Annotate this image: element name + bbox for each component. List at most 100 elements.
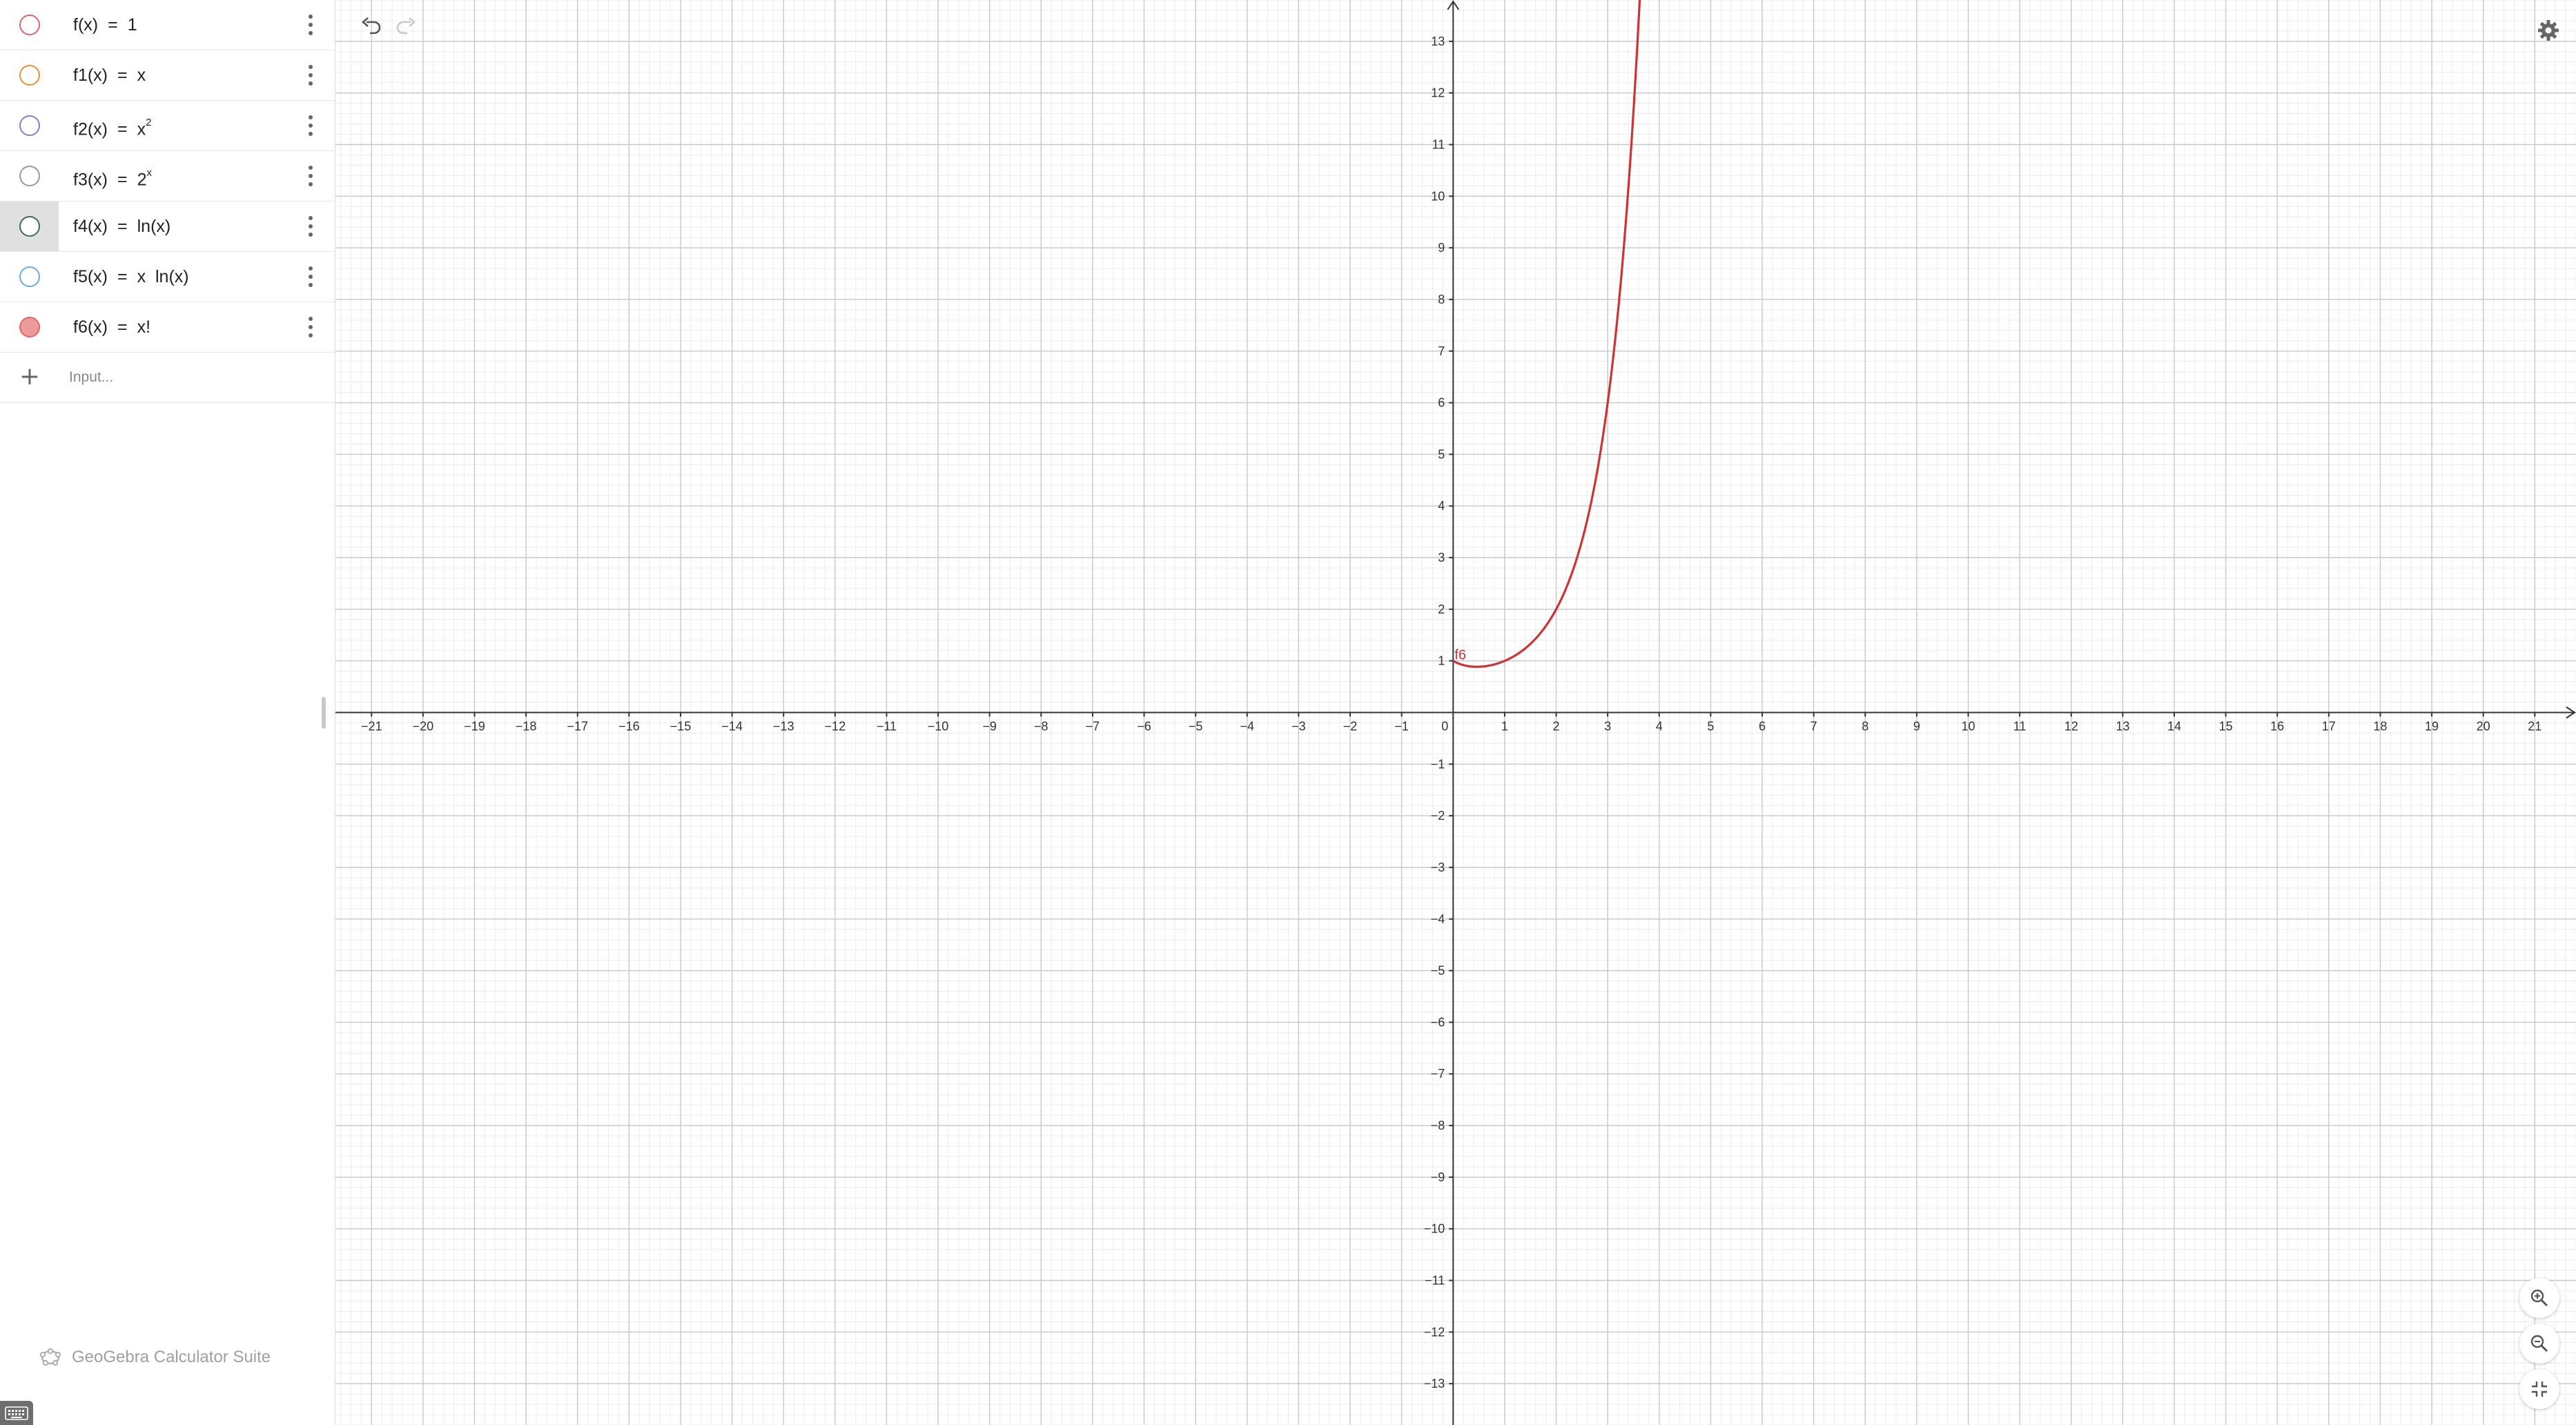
equals-sign: = <box>117 119 128 139</box>
y-tick-label: −2 <box>1431 809 1445 823</box>
definition-text[interactable]: f6(x)=x! <box>73 302 150 352</box>
y-tick-label: −5 <box>1431 964 1445 978</box>
brand-label: GeoGebra Calculator Suite <box>72 1348 271 1366</box>
x-tick-label: −3 <box>1291 720 1306 734</box>
x-tick-label: 14 <box>2167 720 2181 734</box>
x-tick-label: −21 <box>361 720 382 734</box>
y-tick-label: −10 <box>1424 1222 1445 1236</box>
brand-footer: GeoGebra Calculator Suite <box>39 1347 271 1368</box>
x-tick-label: 1 <box>1501 720 1508 734</box>
visibility-marble-icon <box>19 166 40 186</box>
algebra-row-f4[interactable]: f4(x)=ln(x) <box>0 202 335 252</box>
x-tick-label: −14 <box>721 720 743 734</box>
equals-sign: = <box>117 317 128 337</box>
fit-to-view-button[interactable] <box>2519 1369 2559 1409</box>
x-tick-label: −11 <box>877 720 897 734</box>
x-tick-label: −17 <box>567 720 588 734</box>
visibility-marble-icon <box>19 115 40 136</box>
zoom-out-button[interactable] <box>2519 1324 2559 1364</box>
y-tick-label: 4 <box>1438 499 1445 513</box>
panel-resize-handle[interactable] <box>322 697 326 729</box>
more-options-button[interactable] <box>306 317 315 337</box>
keyboard-icon <box>5 1406 28 1420</box>
x-tick-label: −9 <box>982 720 997 734</box>
x-tick-label: −12 <box>825 720 846 734</box>
x-tick-label: −6 <box>1137 720 1151 734</box>
undo-button[interactable] <box>356 11 387 41</box>
x-tick-label: 20 <box>2477 720 2490 734</box>
visibility-toggle[interactable] <box>0 0 59 50</box>
x-tick-label: −7 <box>1086 720 1100 734</box>
y-tick-label: −8 <box>1431 1119 1445 1132</box>
more-options-button[interactable] <box>306 115 315 136</box>
zoom-out-icon <box>2530 1335 2548 1353</box>
algebra-row-f2[interactable]: f2(x)=x2 <box>0 101 335 151</box>
y-tick-label: −1 <box>1431 757 1445 771</box>
definition-text[interactable]: f1(x)=x <box>73 50 146 100</box>
y-tick-label: −3 <box>1431 861 1445 874</box>
function-name: f5(x) <box>73 267 108 286</box>
definition-text[interactable]: f3(x)=2x <box>73 151 152 201</box>
algebra-row-f1[interactable]: f1(x)=x <box>0 50 335 101</box>
visibility-toggle[interactable] <box>0 151 59 201</box>
x-tick-label: 21 <box>2528 720 2541 734</box>
redo-button[interactable] <box>391 11 421 41</box>
y-tick-label: 13 <box>1431 35 1445 48</box>
graph-canvas[interactable]: −21−20−19−18−17−16−15−14−13−12−11−10−9−8… <box>335 0 2576 1425</box>
algebra-row-f3[interactable]: f3(x)=2x <box>0 151 335 202</box>
y-tick-label: −6 <box>1431 1015 1445 1029</box>
plus-icon[interactable]: + <box>19 362 41 391</box>
undo-icon <box>362 17 381 35</box>
y-tick-label: −4 <box>1431 912 1445 926</box>
x-tick-label: −10 <box>928 720 949 734</box>
x-tick-label: 6 <box>1759 720 1766 734</box>
visibility-marble-icon <box>19 317 40 337</box>
algebra-row-f6[interactable]: f6(x)=x! <box>0 302 335 353</box>
x-tick-label: −15 <box>670 720 692 734</box>
y-tick-label: 12 <box>1431 86 1445 100</box>
graphics-view[interactable]: −21−20−19−18−17−16−15−14−13−12−11−10−9−8… <box>335 0 2576 1425</box>
y-tick-label: 11 <box>1432 137 1445 151</box>
algebra-row-f5[interactable]: f5(x)=x ln(x) <box>0 252 335 302</box>
visibility-toggle[interactable] <box>0 101 59 150</box>
keyboard-toggle-button[interactable] <box>0 1401 33 1425</box>
exponent: 2 <box>146 117 152 128</box>
visibility-toggle[interactable] <box>0 252 59 302</box>
equals-sign: = <box>117 66 128 85</box>
definition-text[interactable]: f5(x)=x ln(x) <box>73 252 189 302</box>
definition-text[interactable]: f2(x)=x2 <box>73 101 151 150</box>
algebra-row-f[interactable]: f(x)=1 <box>0 0 335 50</box>
visibility-toggle[interactable] <box>0 202 59 251</box>
x-tick-label: 11 <box>2013 720 2027 734</box>
y-tick-label: 10 <box>1431 189 1445 203</box>
function-expression: 2 <box>137 170 147 190</box>
equals-sign: = <box>117 217 128 236</box>
x-tick-label: 5 <box>1707 720 1714 734</box>
definition-text[interactable]: f(x)=1 <box>73 0 137 50</box>
y-tick-label: 1 <box>1438 654 1445 668</box>
geogebra-logo-icon <box>39 1348 61 1366</box>
x-tick-label: 12 <box>2065 720 2078 734</box>
x-tick-label: 18 <box>2373 720 2387 734</box>
function-expression: ln(x) <box>137 217 171 236</box>
zoom-in-button[interactable] <box>2519 1278 2559 1318</box>
x-tick-label: −13 <box>773 720 794 734</box>
y-axis-arrow <box>1447 0 1460 10</box>
definition-text[interactable]: f4(x)=ln(x) <box>73 202 170 251</box>
x-tick-label: 8 <box>1862 720 1868 734</box>
curve-label: f6 <box>1454 648 1466 663</box>
more-options-button[interactable] <box>306 166 315 186</box>
function-name: f3(x) <box>73 170 108 190</box>
function-name: f(x) <box>73 15 99 35</box>
more-options-button[interactable] <box>306 216 315 237</box>
gear-icon <box>2538 20 2559 41</box>
visibility-toggle[interactable] <box>0 50 59 100</box>
more-options-button[interactable] <box>306 65 315 86</box>
more-options-button[interactable] <box>306 14 315 35</box>
more-options-button[interactable] <box>306 266 315 287</box>
visibility-toggle[interactable] <box>0 302 59 352</box>
input-row[interactable]: + <box>0 353 335 403</box>
algebra-input[interactable] <box>69 362 318 393</box>
settings-button[interactable] <box>2533 15 2564 46</box>
